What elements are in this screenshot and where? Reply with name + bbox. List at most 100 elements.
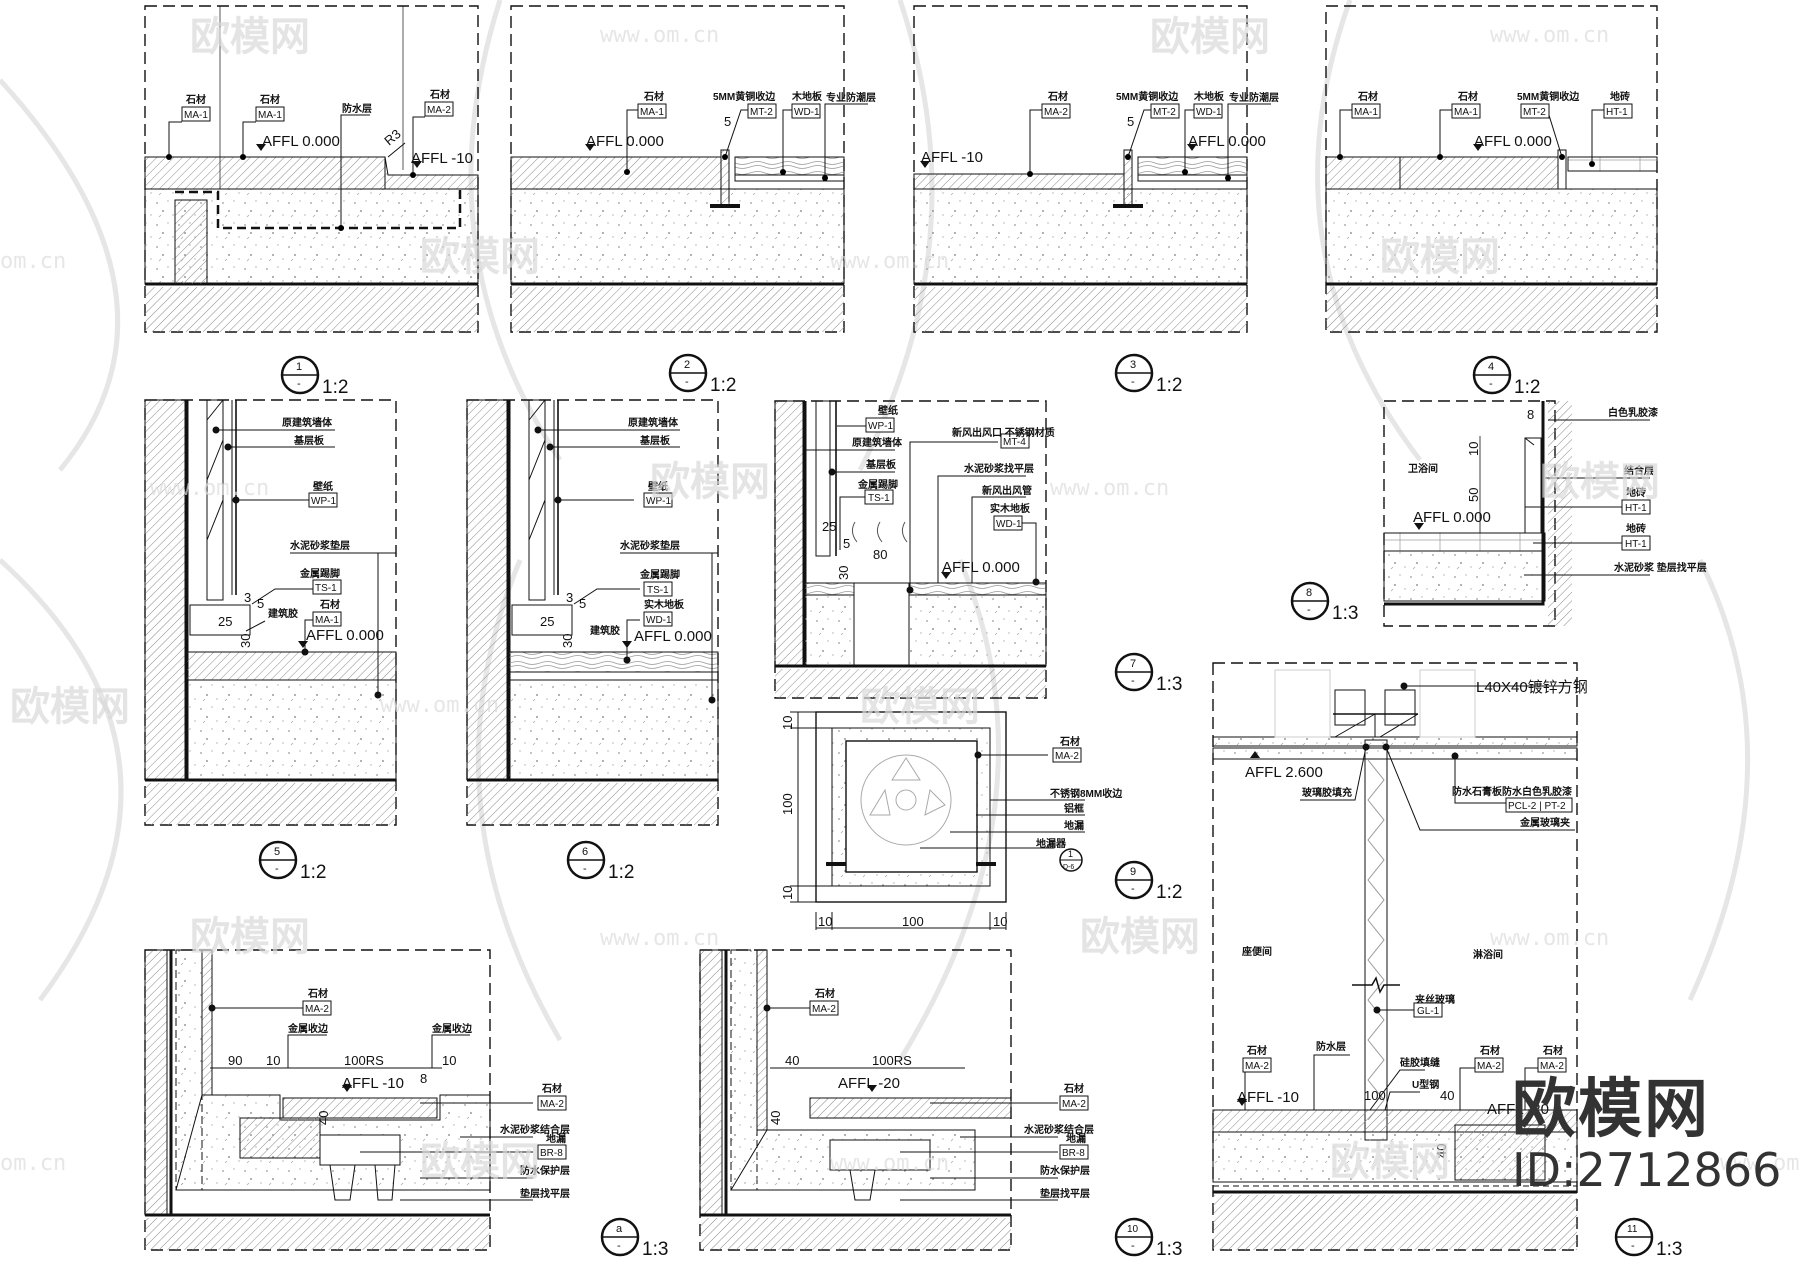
detail-bubble-6: 6- 1:2 bbox=[566, 840, 634, 883]
detail-bubble-9: 9- 1:2 bbox=[1114, 860, 1182, 903]
svg-text:AFFL 0.000: AFFL 0.000 bbox=[942, 559, 1020, 576]
svg-text:建筑胶: 建筑胶 bbox=[589, 624, 620, 637]
label-tag: MA-1 bbox=[258, 110, 282, 121]
svg-text:金属收边: 金属收边 bbox=[287, 1022, 329, 1035]
svg-text:-: - bbox=[1131, 675, 1135, 687]
svg-text:石材: 石材 bbox=[541, 1082, 562, 1095]
svg-text:欧模网: 欧模网 bbox=[420, 1140, 540, 1184]
svg-text:2: 2 bbox=[684, 359, 690, 371]
svg-text:5MM黄铜收边: 5MM黄铜收边 bbox=[713, 90, 776, 103]
svg-text:1:3: 1:3 bbox=[1332, 603, 1358, 624]
svg-text:卫浴间: 卫浴间 bbox=[1408, 462, 1438, 475]
svg-text:MT-2: MT-2 bbox=[1153, 107, 1176, 118]
svg-text:新风出风口 不锈钢材质: 新风出风口 不锈钢材质 bbox=[952, 426, 1055, 439]
svg-text:原建筑墙体: 原建筑墙体 bbox=[282, 416, 333, 429]
svg-text:木地板: 木地板 bbox=[1193, 90, 1225, 103]
svg-text:8: 8 bbox=[1527, 407, 1534, 422]
svg-text:原建筑墙体: 原建筑墙体 bbox=[852, 436, 903, 449]
detail-9: MA-2 石材 不锈钢8MM收边 铝框 地漏 地漏器 1D-6 10 100 1… bbox=[780, 711, 1123, 930]
detail-a: MA-2 石材 金属收边 金属收边 MA-2 石材 水泥砂浆结合层 BR-8 地… bbox=[144, 949, 570, 1251]
svg-text:石材: 石材 bbox=[1047, 90, 1068, 103]
svg-text:石材: 石材 bbox=[1059, 735, 1080, 748]
svg-text:1: 1 bbox=[296, 361, 302, 373]
detail-10: MA-2 石材 MA-2 石材 水泥砂浆结合层 BR-8 地漏 防水保护层 垫层… bbox=[699, 949, 1094, 1251]
svg-text:D-6: D-6 bbox=[1063, 864, 1074, 871]
svg-text:壁纸: 壁纸 bbox=[648, 480, 668, 493]
svg-text:MA-1: MA-1 bbox=[1454, 107, 1478, 118]
svg-text:90: 90 bbox=[228, 1053, 242, 1068]
svg-text:MA-2: MA-2 bbox=[1540, 1061, 1564, 1072]
svg-text:地砖: 地砖 bbox=[1626, 486, 1646, 499]
svg-text:玻璃胶填充: 玻璃胶填充 bbox=[1302, 786, 1352, 799]
svg-text:-: - bbox=[617, 1240, 621, 1252]
svg-text:水泥砂浆垫层: 水泥砂浆垫层 bbox=[619, 539, 680, 552]
svg-text:石材: 石材 bbox=[814, 987, 835, 1000]
svg-text:水泥砂浆 垫层找平层: 水泥砂浆 垫层找平层 bbox=[1613, 561, 1707, 574]
svg-text:40: 40 bbox=[768, 1111, 783, 1125]
svg-text:50: 50 bbox=[1466, 488, 1481, 502]
svg-text:1:2: 1:2 bbox=[1514, 377, 1540, 398]
label-text: 石材 bbox=[185, 93, 206, 106]
svg-text:www.om.cn: www.om.cn bbox=[1050, 476, 1169, 501]
detail-5: WP-1 TS-1 MA-1 原建筑墙体 基层板 壁纸 水泥砂浆垫层 金属踢脚 … bbox=[144, 399, 397, 826]
svg-text:10: 10 bbox=[993, 914, 1007, 929]
svg-text:水泥砂浆找平层: 水泥砂浆找平层 bbox=[963, 462, 1034, 475]
svg-text:基层板: 基层板 bbox=[293, 434, 325, 447]
radius-dim: R3 bbox=[381, 126, 403, 148]
svg-text:金属踢脚: 金属踢脚 bbox=[299, 567, 340, 580]
svg-text:5: 5 bbox=[579, 596, 586, 611]
svg-text:淋浴间: 淋浴间 bbox=[1473, 948, 1503, 961]
svg-text:8: 8 bbox=[420, 1071, 427, 1086]
svg-text:40: 40 bbox=[785, 1053, 799, 1068]
svg-text:石材: 石材 bbox=[643, 90, 664, 103]
svg-text:欧模网: 欧模网 bbox=[1150, 15, 1270, 59]
svg-text:AFFL -10: AFFL -10 bbox=[342, 1075, 404, 1092]
svg-text:AFFL 0.000: AFFL 0.000 bbox=[586, 133, 664, 150]
svg-text:AFFL -10: AFFL -10 bbox=[921, 149, 983, 166]
svg-text:1:3: 1:3 bbox=[1156, 1239, 1182, 1260]
detail-bubble-1: 1- 1:2 bbox=[280, 355, 348, 398]
svg-text:-: - bbox=[583, 863, 587, 875]
detail-bubble-a: a- 1:3 bbox=[600, 1217, 668, 1260]
svg-text:-: - bbox=[275, 863, 279, 875]
svg-text:www.om.cn: www.om.cn bbox=[600, 23, 719, 48]
svg-text:WP-1: WP-1 bbox=[646, 496, 671, 507]
svg-text:实木地板: 实木地板 bbox=[990, 502, 1031, 515]
svg-text:AFFL -20: AFFL -20 bbox=[1487, 1101, 1549, 1118]
detail-3: MA-2 石材 MT-2 5MM黄铜收边 WD-1 木地板 专业防潮层 5 AF… bbox=[913, 5, 1279, 333]
svg-text:30: 30 bbox=[560, 634, 575, 648]
svg-text:1:3: 1:3 bbox=[1656, 1239, 1682, 1260]
detail-11: L40X40镀锌方钢 AFFL 2.600 玻璃胶填充 防水石膏板防水白色乳胶漆… bbox=[1212, 662, 1588, 1251]
detail-7: WP-1 TS-1 MT-4 WD-1 壁纸 原建筑墙体 基层板 金属踢脚 新风… bbox=[774, 400, 1055, 699]
svg-text:石材: 石材 bbox=[1542, 1044, 1563, 1057]
svg-text:a: a bbox=[616, 1223, 623, 1235]
detail-bubble-8: 8- 1:3 bbox=[1290, 581, 1358, 624]
svg-text:石材: 石材 bbox=[1457, 90, 1478, 103]
svg-text:-: - bbox=[1131, 1240, 1135, 1252]
detail-bubble-10: 10- 1:3 bbox=[1114, 1217, 1182, 1260]
svg-text:3: 3 bbox=[1130, 359, 1136, 371]
svg-text:5: 5 bbox=[257, 596, 264, 611]
svg-text:1:2: 1:2 bbox=[608, 862, 634, 883]
svg-text:垫层找平层: 垫层找平层 bbox=[520, 1187, 570, 1200]
svg-text:专业防潮层: 专业防潮层 bbox=[1229, 91, 1279, 104]
svg-text:25: 25 bbox=[540, 614, 554, 629]
svg-text:MA-2: MA-2 bbox=[305, 1004, 329, 1015]
svg-text:80: 80 bbox=[873, 547, 887, 562]
level-mark: AFFL -10 bbox=[411, 150, 473, 167]
svg-text:100RS: 100RS bbox=[344, 1053, 384, 1068]
svg-text:基层板: 基层板 bbox=[639, 434, 671, 447]
brand-logo-text: 欧模网 bbox=[1512, 1073, 1710, 1147]
detail-bubble-2: 2- 1:2 bbox=[668, 353, 736, 396]
svg-text:欧模网: 欧模网 bbox=[190, 915, 310, 959]
detail-bubble-4: 4- 1:2 bbox=[1472, 355, 1540, 398]
svg-text:www.om.cn: www.om.cn bbox=[1720, 1151, 1800, 1176]
svg-text:HT-1: HT-1 bbox=[1625, 539, 1647, 550]
svg-text:40: 40 bbox=[1440, 1088, 1454, 1103]
svg-text:欧模网: 欧模网 bbox=[860, 685, 980, 729]
detail-bubble-7: 7- 1:3 bbox=[1114, 652, 1182, 695]
svg-text:AFFL 0.000: AFFL 0.000 bbox=[634, 628, 712, 645]
svg-text:5: 5 bbox=[274, 846, 280, 858]
svg-text:-: - bbox=[297, 378, 301, 390]
svg-text:金属踢脚: 金属踢脚 bbox=[639, 568, 680, 581]
